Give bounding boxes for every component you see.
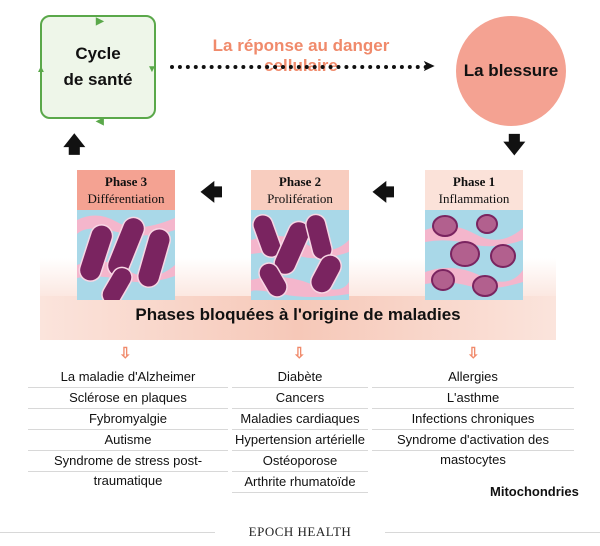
phase1-desc: Inflammation (438, 191, 510, 206)
arrow-down-icon: ⇩ (293, 345, 306, 362)
phase2-desc: Prolifération (267, 191, 333, 206)
list-item: Cancers (232, 388, 368, 409)
list-item: La maladie d'Alzheimer (28, 367, 228, 388)
mitochondria-label: Mitochondries (490, 484, 579, 499)
phase2-name: Phase 2 (278, 174, 322, 189)
danger-response-label: La réponse au danger cellulaire (212, 36, 390, 75)
list-item: Syndrome de stress post-traumatique (28, 451, 228, 488)
list-item: Syndrome d'activation des mastocytes (372, 430, 574, 467)
arrow-down-icon: 🡇 (503, 132, 526, 157)
phase3-desc: Différentiation (87, 191, 165, 206)
list-item: L'asthme (372, 388, 574, 409)
dotted-arrow-line (170, 65, 428, 69)
list-item: Hypertension artérielle (232, 430, 368, 451)
phase3-name: Phase 3 (104, 174, 148, 189)
arrow-down-icon: ⇩ (467, 345, 480, 362)
blocked-phases-band (40, 296, 556, 340)
cycle-label-line1: Cycle (75, 44, 121, 63)
cycle-arrow-icon: ▼ (147, 64, 157, 75)
list-item: Fybromyalgie (28, 409, 228, 430)
footer-brand: EPOCH HEALTH (215, 524, 385, 540)
phase3-mitochondria-image (77, 210, 175, 300)
arrow-left-icon: 🡄 (200, 180, 223, 205)
phase3-disease-list: La maladie d'Alzheimer Sclérose en plaqu… (28, 367, 228, 488)
cycle-arrow-icon: ▶ (96, 16, 104, 27)
cycle-label-line2: de santé (63, 70, 133, 89)
phase3-label: Phase 3 Différentiation (77, 170, 175, 210)
phase1-label: Phase 1 Inflammation (425, 170, 523, 210)
health-cycle-box: Cycle de santé ▶ ▼ ◀ ▲ (36, 15, 157, 127)
blocked-phases-title: Phases bloquées à l'origine de maladies (135, 305, 461, 324)
injury-circle: La blessure (456, 16, 566, 126)
list-item: Sclérose en plaques (28, 388, 228, 409)
phase1-mitochondria-image (425, 210, 523, 300)
dotted-arrow-head-icon: ➤ (422, 58, 436, 75)
phase2-label: Phase 2 Prolifération (251, 170, 349, 210)
arrow-left-icon: 🡄 (372, 180, 395, 205)
injury-label: La blessure (463, 61, 559, 80)
list-item: Infections chroniques (372, 409, 574, 430)
arrow-down-icon: ⇩ (119, 345, 132, 362)
list-item: Allergies (372, 367, 574, 388)
list-item: Diabète (232, 367, 368, 388)
phase1-name: Phase 1 (452, 174, 496, 189)
cycle-arrow-icon: ▲ (36, 64, 46, 75)
phase2-mitochondria-image (251, 210, 349, 300)
phase1-disease-list: Allergies L'asthme Infections chroniques… (372, 367, 574, 467)
list-item: Arthrite rhumatoïde (232, 472, 368, 493)
list-item: Ostéoporose (232, 451, 368, 472)
list-item: Maladies cardiaques (232, 409, 368, 430)
cycle-arrow-icon: ◀ (96, 116, 104, 127)
phase2-disease-list: Diabète Cancers Maladies cardiaques Hype… (232, 367, 368, 493)
arrow-up-icon: 🡅 (63, 132, 86, 157)
list-item: Autisme (28, 430, 228, 451)
